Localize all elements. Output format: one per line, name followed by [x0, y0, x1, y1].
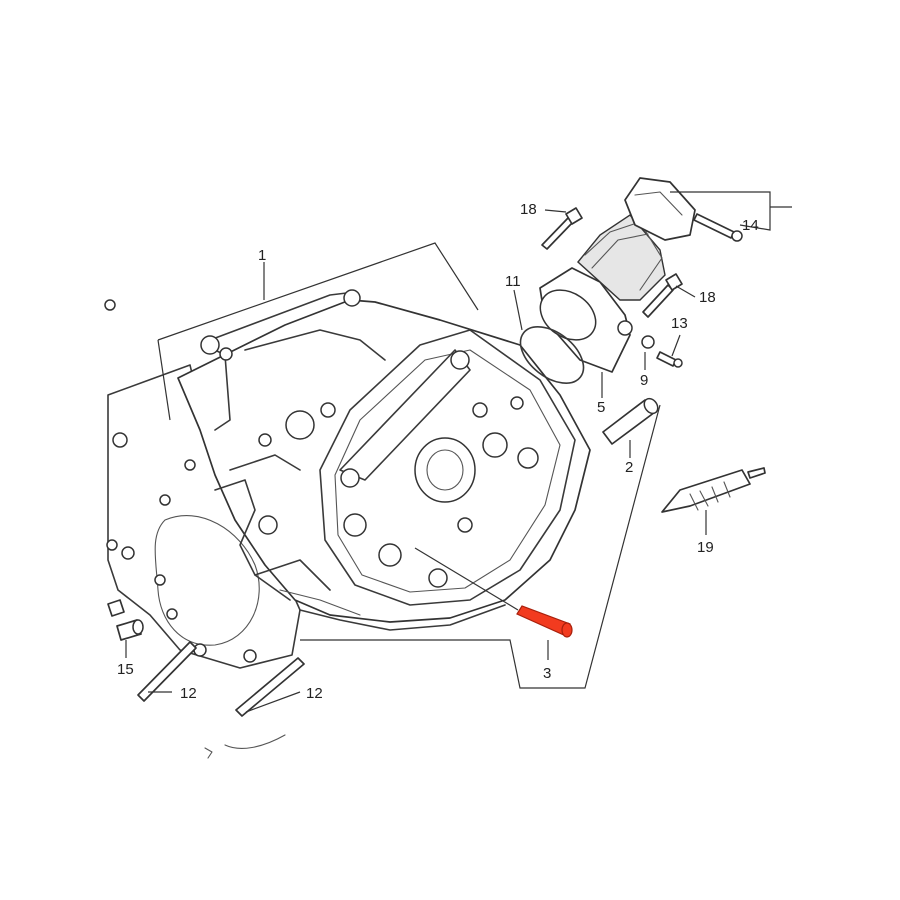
callout-11: 11 — [505, 273, 521, 290]
stud-bolt-right — [235, 657, 305, 717]
callout-19: 19 — [697, 539, 714, 556]
callout-9: 9 — [640, 372, 648, 389]
o-ring-gasket — [519, 326, 585, 384]
leader-lines — [125, 191, 792, 713]
flange-bolt-lower — [642, 273, 683, 318]
spark-plug — [661, 467, 766, 513]
callout-3: 3 — [543, 665, 551, 682]
cylinder-head — [177, 289, 591, 631]
washer-bolt — [641, 335, 683, 368]
callout-14: 14 — [742, 217, 759, 234]
flange-bolt-upper — [541, 207, 583, 250]
insulator-screw — [693, 213, 743, 242]
callout-18-lower: 18 — [699, 289, 716, 306]
callout-1: 1 — [258, 247, 266, 264]
stray-mark — [204, 747, 213, 759]
callout-5: 5 — [597, 399, 605, 416]
intake-pipe — [539, 214, 666, 373]
callout-13: 13 — [671, 315, 688, 332]
dowel-pin — [107, 599, 144, 641]
callout-12-left: 12 — [180, 685, 197, 702]
partial-outline — [224, 734, 286, 749]
stud-bolt-left — [137, 641, 197, 702]
valve-guide — [602, 397, 659, 445]
callout-18-upper: 18 — [520, 201, 537, 218]
highlighted-stud-bolt — [516, 605, 573, 638]
cylinder-head-gasket — [104, 299, 301, 669]
callout-12-right: 12 — [306, 685, 323, 702]
callout-15: 15 — [117, 661, 134, 678]
callout-2: 2 — [625, 459, 633, 476]
carburetor-insulator — [624, 177, 696, 241]
